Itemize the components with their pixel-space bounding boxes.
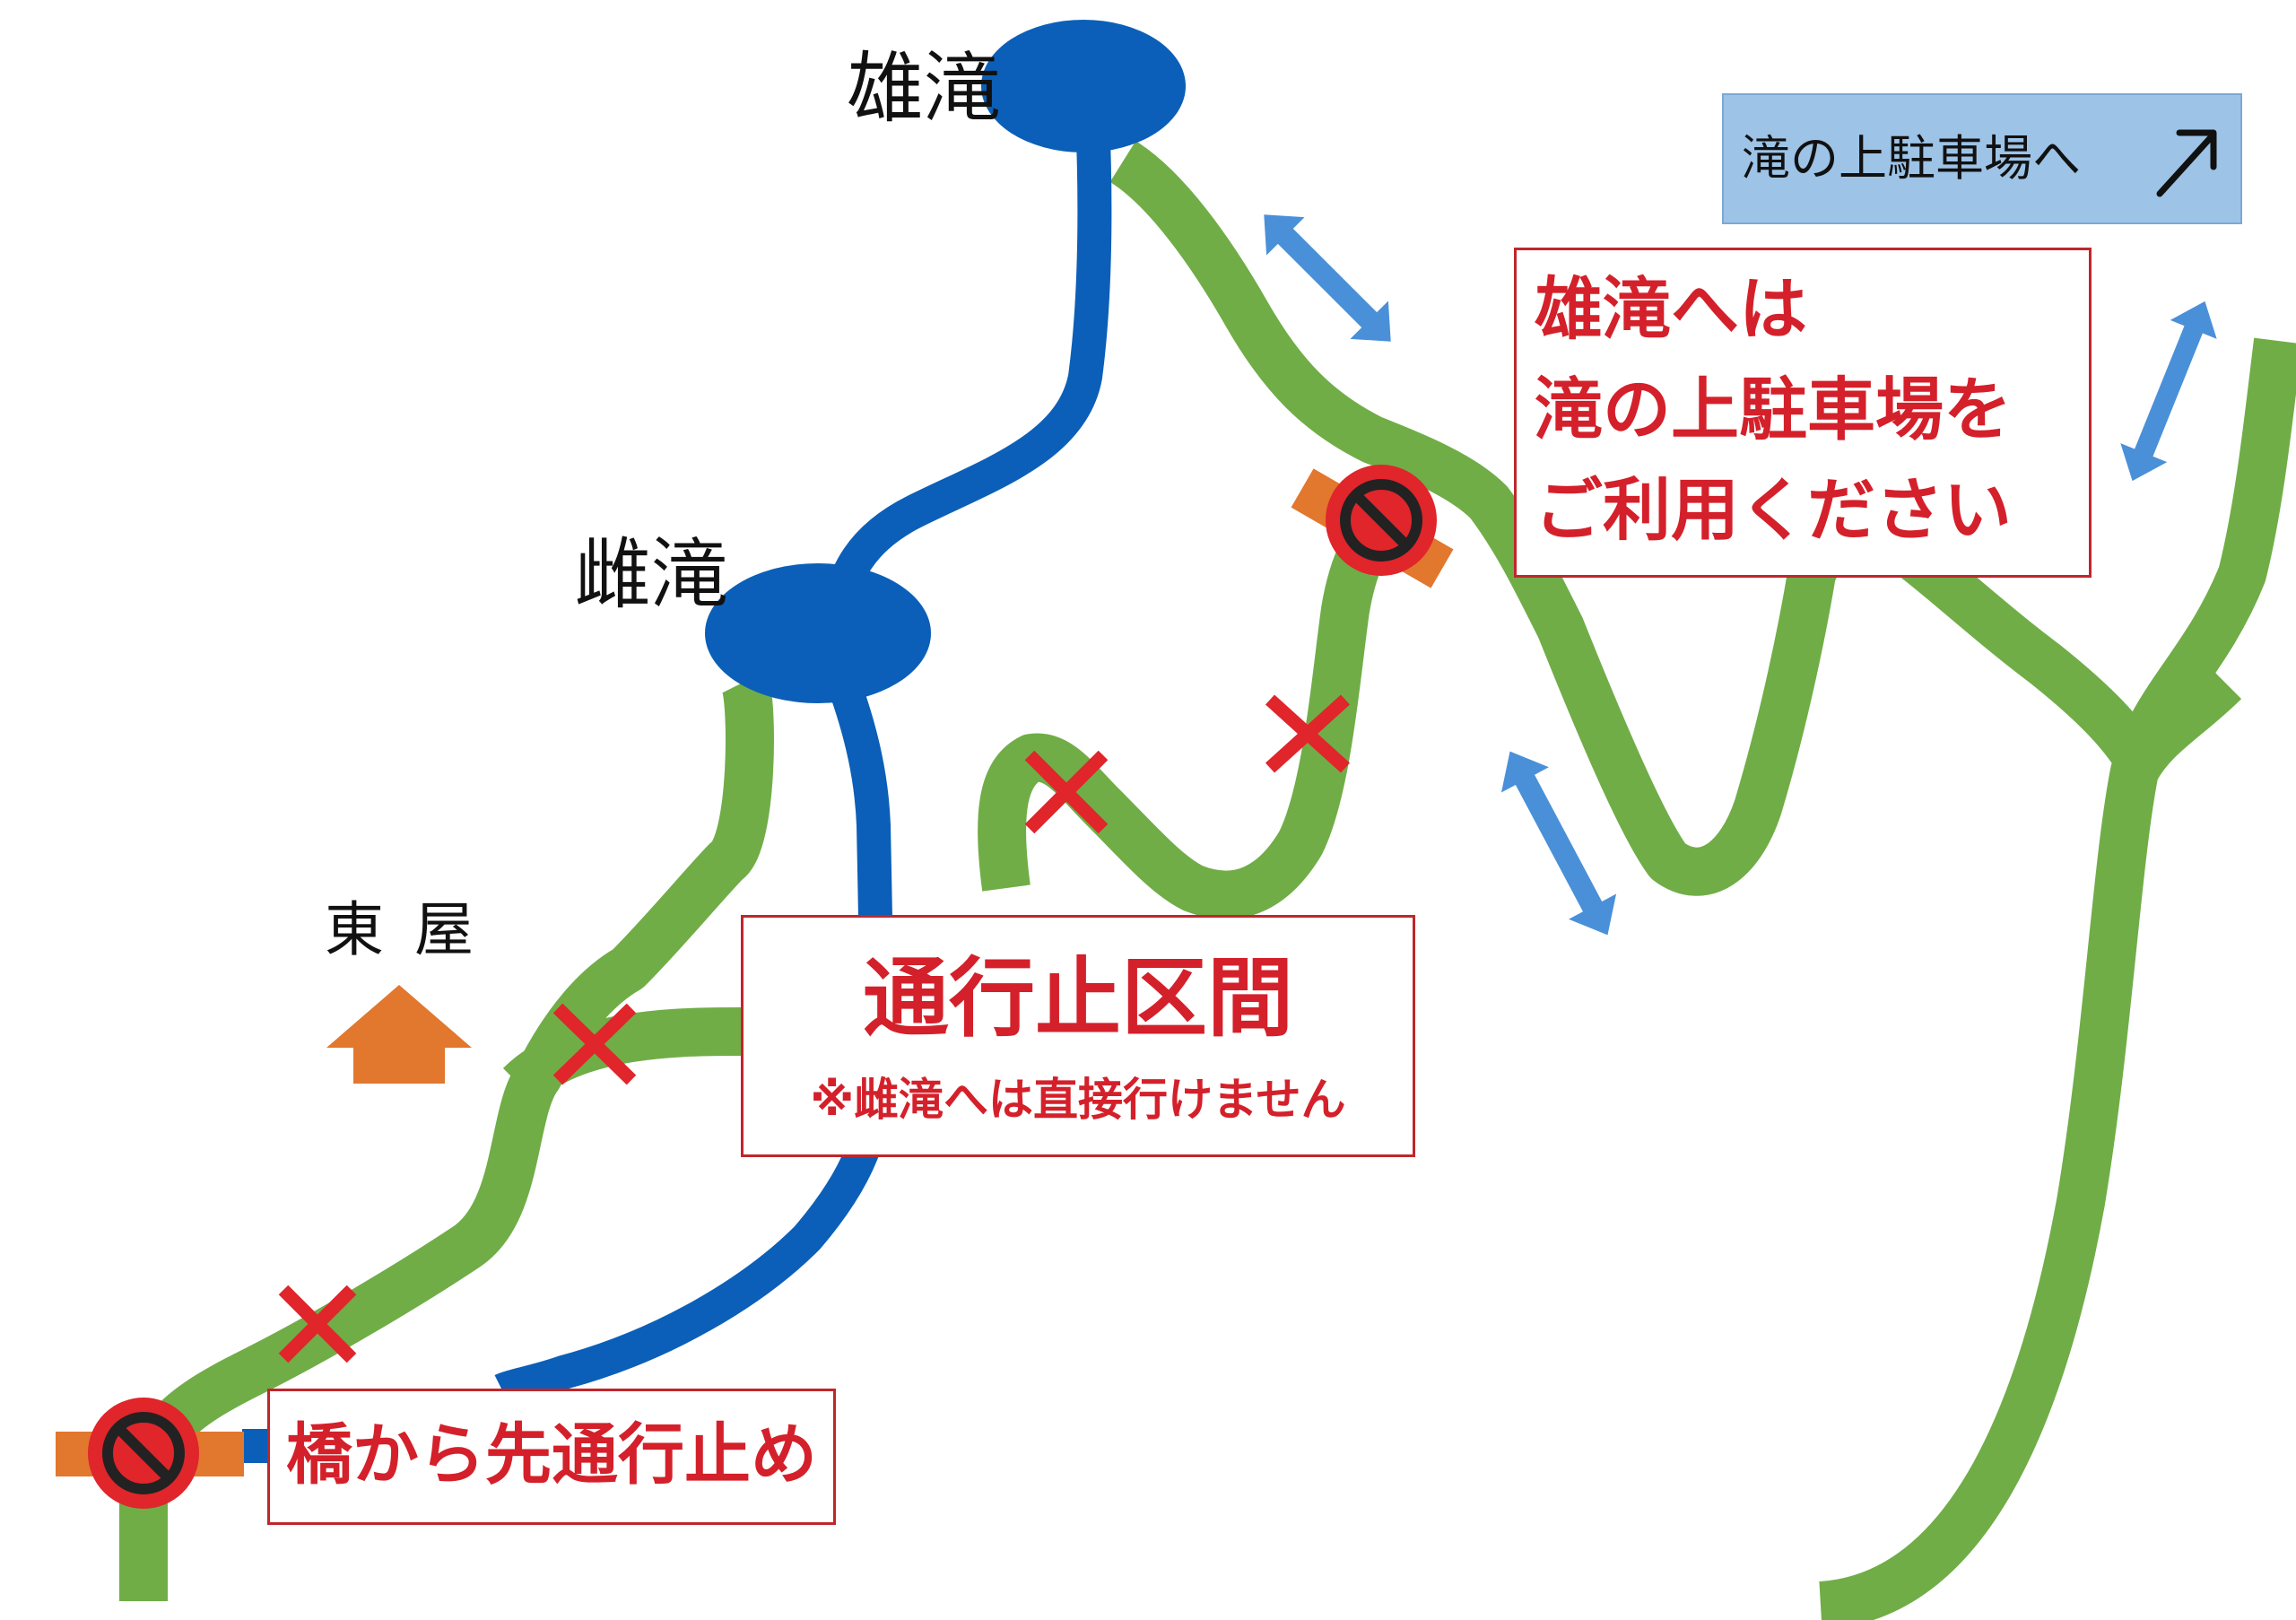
- river-upper: [819, 116, 1112, 623]
- bridge-no-entry-upper: [1291, 465, 1454, 588]
- bridge-no-entry-lower: [56, 1398, 244, 1509]
- right-trail: [1818, 337, 2296, 1620]
- double-arrow-icon: [1500, 751, 1617, 936]
- parking-sign-text: 滝の上駐車場へ: [1742, 130, 2081, 187]
- closed-section-note: ※雌滝へは直接行けません: [810, 1074, 1346, 1126]
- azumaya-arrow-icon: [326, 985, 472, 1084]
- main-trail: [119, 671, 774, 1601]
- upper-notice-box: 雄滝へは 滝の上駐車場を ご利用ください: [1514, 248, 2092, 578]
- upper-notice-line1: 雄滝へは: [1535, 269, 1807, 349]
- arrow-up-right-icon: [2156, 129, 2217, 197]
- odaki-waterfall-pool: [981, 20, 1186, 152]
- upper-notice-line2: 滝の上駐車場を: [1535, 370, 2012, 449]
- closed-section-box: 通行止区間 ※雌滝へは直接行けません: [741, 915, 1415, 1157]
- upper-notice-line3: ご利用ください: [1535, 470, 2012, 550]
- bridge-notice-text: 橋から先通行止め: [286, 1416, 817, 1494]
- bridge-notice-box: 橋から先通行止め: [267, 1389, 836, 1525]
- double-arrow-icon: [2120, 300, 2217, 482]
- closed-markers: [278, 694, 1351, 1363]
- closed-x-icon: [1024, 750, 1109, 834]
- river: [242, 116, 1112, 1463]
- medaki-label: 雌滝: [574, 530, 728, 620]
- closed-x-icon: [278, 1285, 357, 1363]
- no-entry-icon-inner: [1340, 479, 1422, 562]
- medaki-waterfall-pool: [705, 563, 931, 703]
- closed-section-title: 通行止区間: [863, 948, 1293, 1049]
- no-entry-icon-slash: [1352, 491, 1411, 550]
- right-trail-branch: [2112, 664, 2242, 784]
- double-arrow-icon: [1264, 214, 1391, 342]
- closed-x-icon: [552, 1003, 637, 1085]
- closed-x-icon: [1265, 694, 1351, 773]
- route-arrows: [1264, 214, 2217, 936]
- cross-trail: [502, 1007, 742, 1103]
- azumaya-label: 東屋: [325, 895, 504, 964]
- no-entry-icon-inner: [102, 1412, 185, 1494]
- odaki-label: 雄滝: [847, 44, 1001, 134]
- no-entry-icon-slash: [114, 1424, 173, 1483]
- parking-direction-sign: 滝の上駐車場へ: [1722, 93, 2242, 224]
